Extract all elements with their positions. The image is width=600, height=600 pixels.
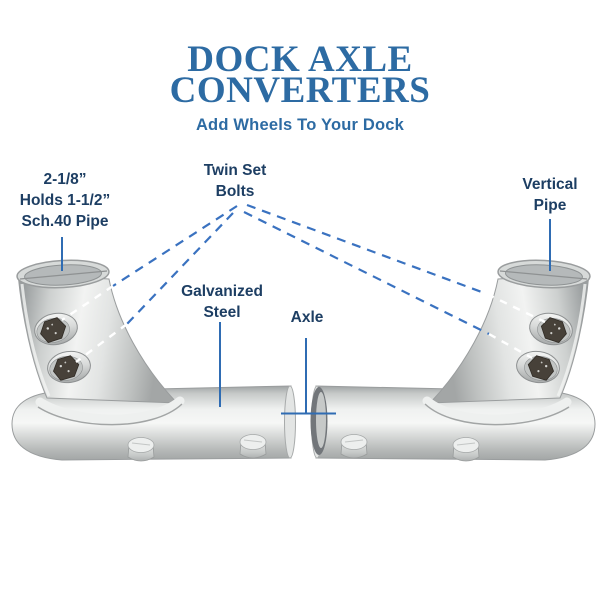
- header: DOCK AXLE CONVERTERS Add Wheels To Your …: [0, 41, 600, 135]
- product-subtitle: Add Wheels To Your Dock: [195, 116, 405, 134]
- axle-bore: [310, 387, 328, 455]
- vertical-pipe-line2: Pipe: [533, 197, 567, 214]
- callout-pipe-spec: 2-1/8” Holds 1-1/2” Sch.40 Pipe: [4, 169, 126, 232]
- pipe-spec-line2: Holds 1-1/2”: [19, 192, 111, 209]
- pipe-spec-line3: Sch.40 Pipe: [21, 213, 109, 230]
- callout-twin-set-bolts: Twin Set Bolts: [186, 160, 284, 202]
- product-title-line2: CONVERTERS: [169, 70, 431, 111]
- product-title: DOCK AXLE CONVERTERS: [0, 41, 600, 109]
- galvanized-steel-line1: Galvanized: [181, 283, 263, 300]
- twin-bolts-dash-left-1: [112, 205, 238, 287]
- twin-bolts-dash-right-1: [246, 203, 488, 296]
- callout-vertical-pipe: Vertical Pipe: [502, 174, 598, 216]
- pipe-spec-line1: 2-1/8”: [43, 171, 87, 188]
- callout-galvanized-steel: Galvanized Steel: [163, 281, 281, 323]
- twin-bolts-dash-right-1-over-pipe: [486, 292, 546, 324]
- twin-bolts-dash-left-2-over-pipe: [75, 323, 128, 363]
- vertical-pipe-line1: Vertical: [522, 176, 578, 193]
- callout-axle: Axle: [269, 307, 345, 328]
- product-title-line1: DOCK AXLE: [187, 39, 413, 80]
- axle-label: Axle: [290, 309, 324, 326]
- twin-bolts-dash-right-2: [243, 211, 490, 335]
- galvanized-steel-line2: Steel: [203, 304, 241, 321]
- twin-bolts-dash-left-1-over-pipe: [61, 285, 114, 321]
- twin-set-bolts-line2: Bolts: [215, 183, 255, 200]
- right-fitting: [312, 258, 596, 461]
- twin-set-bolts-line1: Twin Set: [203, 162, 267, 179]
